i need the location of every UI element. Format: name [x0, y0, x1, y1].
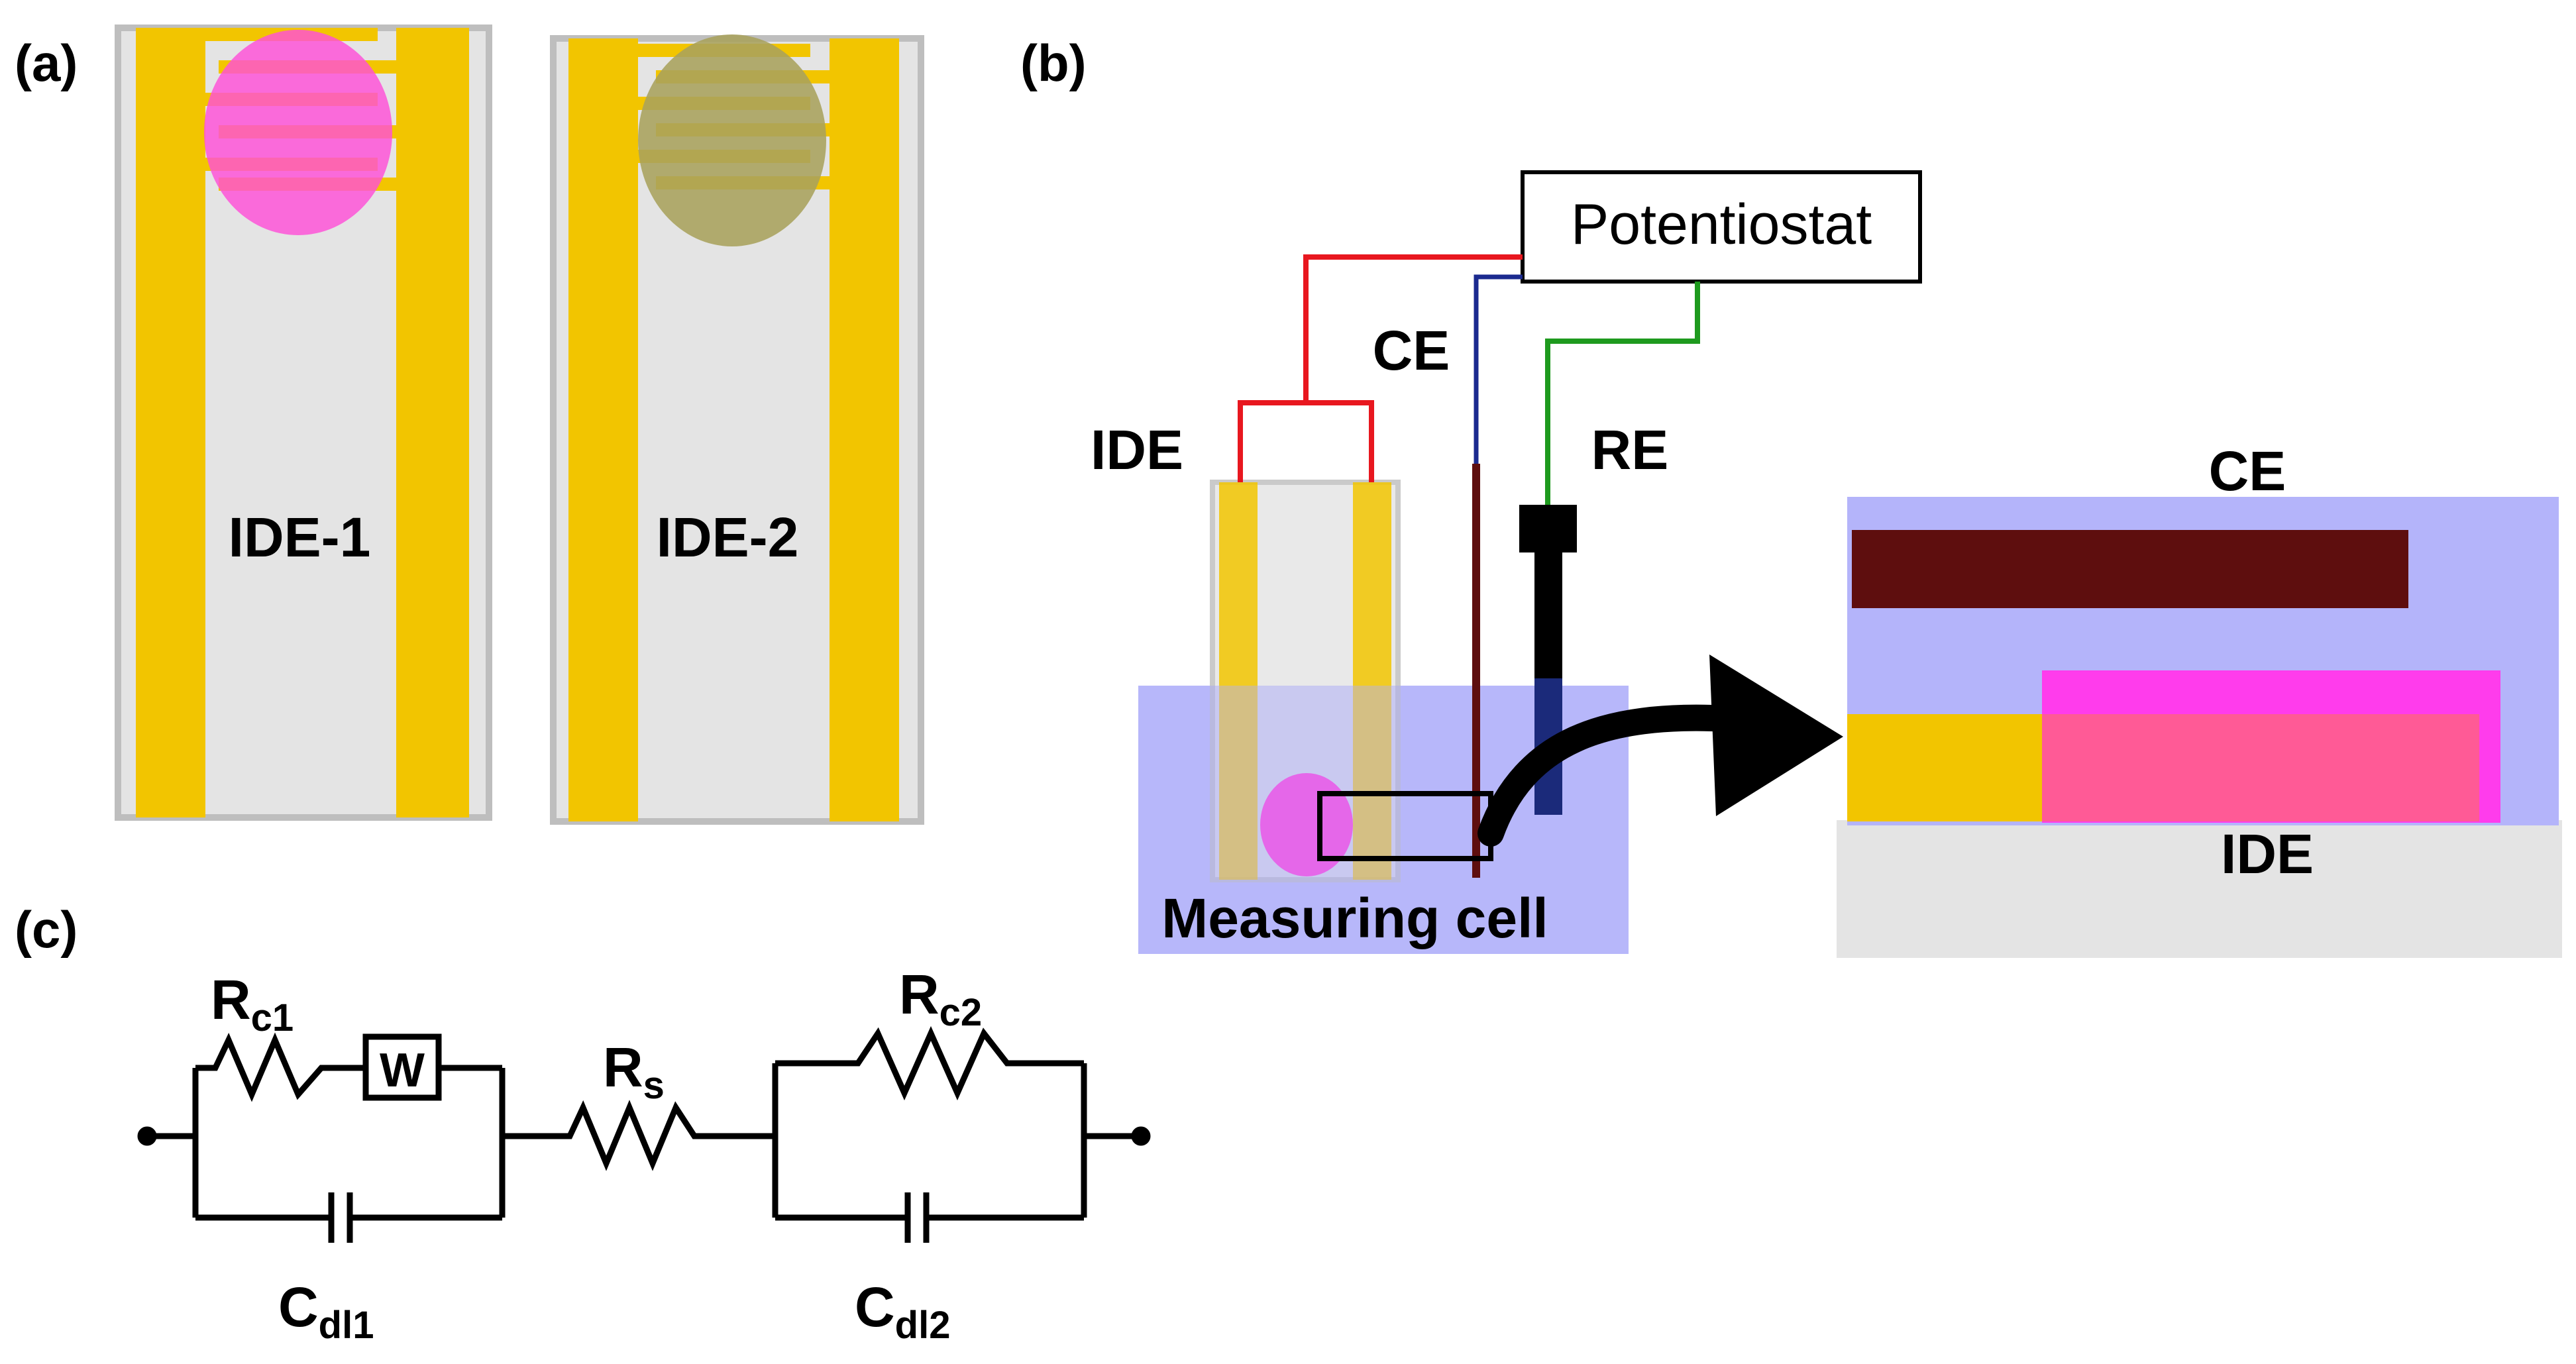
ce-label: CE: [1373, 319, 1450, 382]
zoom-ce-electrode: [1852, 530, 2408, 608]
ide-1-sample-spot: [204, 30, 392, 235]
potentiostat-frame: [1521, 170, 1922, 284]
ide-2-right-electrode: [830, 38, 899, 821]
equivalent-circuit: [137, 1025, 1151, 1243]
resistor-rs: [502, 1100, 775, 1171]
ide-2-label: IDE-2: [657, 506, 799, 568]
panel-c-label: (c): [15, 900, 78, 959]
wire-ide-fork: [1238, 400, 1374, 482]
wire-ide: [1303, 254, 1523, 403]
measuring-cell-label: Measuring cell: [1161, 887, 1548, 949]
ide-2-left-electrode: [568, 38, 638, 821]
zoom-sample-on-electrode: [2042, 714, 2479, 821]
cell-sample-spot: [1260, 773, 1353, 876]
zoom-arrow-head: [1709, 655, 1843, 816]
cell-ide-right-electrode: [1353, 482, 1391, 880]
resistor-rc2: [775, 1025, 1084, 1101]
zoom-arrow-shaft: [1477, 704, 1741, 847]
ide-1-label: IDE-1: [229, 506, 371, 568]
label-cdl1: Cdl1: [278, 1276, 374, 1347]
ce-rod: [1472, 464, 1480, 878]
ide-2-sample-spot: [638, 34, 826, 246]
panel-a-label: (a): [15, 34, 78, 92]
wire-re: [1545, 282, 1700, 505]
wire-ce: [1474, 274, 1523, 464]
zoom-substrate: [1837, 820, 2562, 958]
zoom-ide-electrode: [1847, 714, 2042, 821]
ide-1-left-electrode: [136, 28, 205, 817]
ide-1-right-electrode: [396, 28, 469, 817]
potentiostat-box: Potentiostat: [1521, 170, 1922, 284]
label-cdl2: Cdl2: [855, 1276, 950, 1347]
resistor-rc1: [195, 1032, 364, 1102]
panel-b-label: (b): [1020, 34, 1087, 92]
re-electrode-head: [1519, 505, 1577, 552]
potentiostat-label: Potentiostat: [1571, 193, 1872, 256]
re-label: RE: [1591, 419, 1669, 481]
zoom-cross-section: CE IDE: [1837, 440, 2562, 958]
label-rc1: Rc1: [211, 969, 294, 1039]
ide-2-chip: IDE-2: [550, 34, 924, 825]
cell-ide-left-electrode: [1219, 482, 1258, 880]
zoom-ide-label: IDE: [2221, 823, 2314, 885]
label-warburg: W: [380, 1044, 425, 1097]
ide-1-chip: IDE-1: [115, 25, 492, 821]
zoom-ce-label: CE: [2209, 440, 2286, 502]
re-electrode-body: [1534, 552, 1562, 678]
label-rs: Rs: [603, 1036, 665, 1107]
label-rc2: Rc2: [899, 963, 982, 1034]
zoom-arrow: [1477, 655, 1843, 847]
ide-label: IDE: [1091, 419, 1183, 481]
